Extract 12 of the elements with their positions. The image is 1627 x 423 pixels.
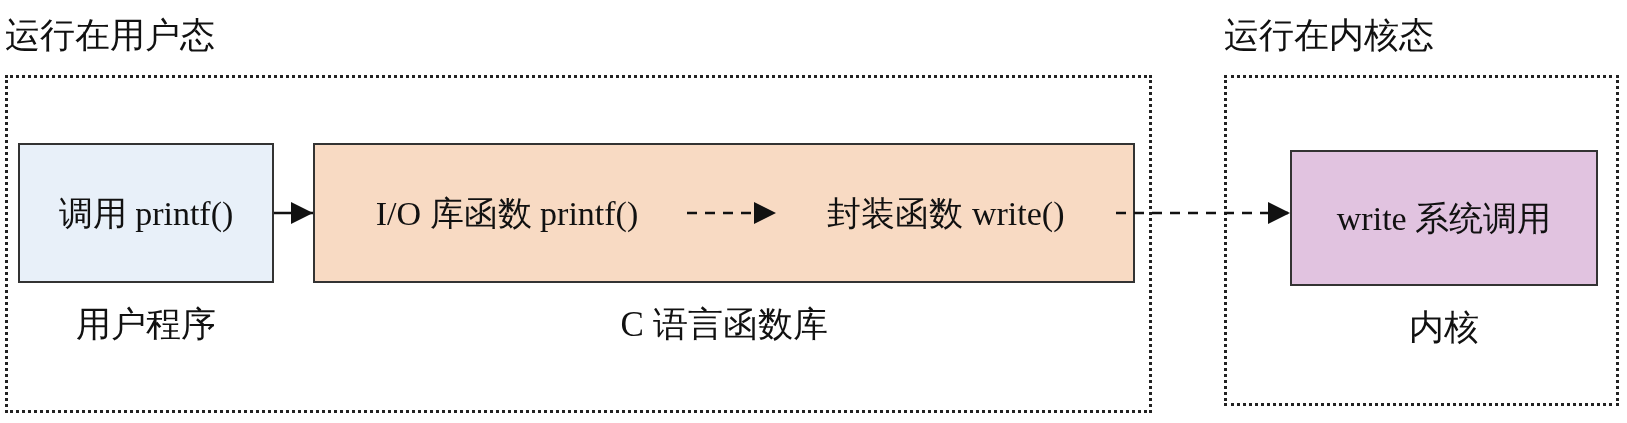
- node-label: C 语言函数库: [620, 304, 828, 346]
- node-text: write 系统调用: [1336, 198, 1552, 239]
- node-label: 用户程序: [76, 304, 216, 346]
- arrow: [687, 202, 776, 224]
- region-title: 运行在用户态: [5, 15, 215, 57]
- node-text: 封装函数 write(): [827, 193, 1065, 234]
- node-text: 调用 printf(): [58, 193, 234, 234]
- arrow: [274, 202, 313, 224]
- arrow: [1116, 202, 1290, 224]
- region-title: 运行在内核态: [1224, 15, 1434, 57]
- node-text: I/O 库函数 printf(): [375, 193, 639, 234]
- node-label: 内核: [1409, 307, 1479, 349]
